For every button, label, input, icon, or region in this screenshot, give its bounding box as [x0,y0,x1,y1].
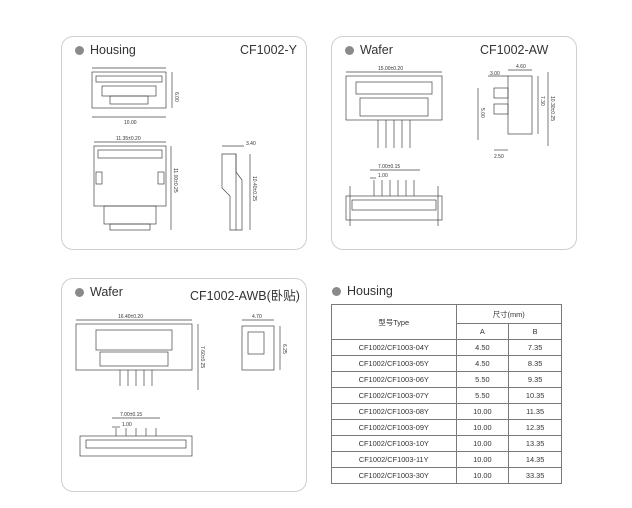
table-cell-type: CF1002/CF1003-08Y [331,403,457,420]
housing-side-height-label: 10.40±0.25 [251,176,257,201]
housing-panel-code: CF1002-Y [240,43,297,57]
table-cell-type: CF1002/CF1003-04Y [331,339,457,356]
table-cell-type: CF1002/CF1003-05Y [331,355,457,372]
wafer-awb-panel-code: CF1002-AWB(卧贴) [190,289,300,303]
wafer-aw-pin-label: 1.00 [378,173,388,179]
housing-front-width-label: 11.35±0.20 [116,136,141,142]
wafer-awb-top-height-label: 7.60±0.25 [199,346,205,368]
table-cell-a: 10.00 [455,419,510,436]
col-size-header: 尺寸(mm) [455,304,562,324]
wafer-aw-pitch-label: 7.00±0.15 [378,164,400,170]
bullet-dot-icon [332,286,341,296]
wafer-aw-side-b-label: 5.00 [479,108,485,118]
wafer-aw-side-d-label: 10.30±0.25 [549,96,555,121]
wafer-aw-side-e-label: 2.50 [494,154,504,160]
col-type-header: 型号Type [331,304,457,340]
bullet-dot-icon [75,45,84,55]
wafer-awb-panel-title: Wafer [75,285,123,299]
table-cell-a: 4.50 [455,355,510,372]
housing-front-height-label: 11.00±0.25 [172,168,178,193]
table-cell-a: 10.00 [455,451,510,468]
wafer-awb-top-width-label: 16.40±0.20 [118,314,143,320]
housing-panel-title: Housing [75,43,136,57]
table-cell-type: CF1002/CF1003-30Y [331,467,457,484]
table-cell-a: 10.00 [455,435,510,452]
table-cell-b: 8.35 [508,355,562,372]
wafer-aw-side-width-label: 4.60 [516,64,526,70]
table-cell-a: 4.50 [455,339,510,356]
wafer-awb-side-width-label: 4.70 [252,314,262,320]
table-section-title: Housing [332,284,393,298]
table-cell-b: 7.35 [508,339,562,356]
table-cell-type: CF1002/CF1003-11Y [331,451,457,468]
housing-top-width-label: 10.00 [124,120,137,126]
housing-side-width-label: 3.40 [246,141,256,147]
table-cell-a: 5.50 [455,387,510,404]
table-cell-a: 10.00 [455,467,510,484]
table-cell-b: 12.35 [508,419,562,436]
table-cell-b: 14.35 [508,451,562,468]
table-cell-b: 11.35 [508,403,562,420]
table-cell-b: 13.35 [508,435,562,452]
table-cell-b: 9.35 [508,371,562,388]
table-cell-a: 10.00 [455,403,510,420]
table-header-row: 型号Type 尺寸(mm) [331,304,562,340]
wafer-aw-panel-title: Wafer [345,43,393,57]
bullet-dot-icon [75,287,84,297]
col-b-header: B [508,323,562,340]
wafer-awb-pitch-label: 7.00±0.15 [120,412,142,418]
wafer-aw-side-a-label: 3.00 [490,71,500,77]
table-cell-type: CF1002/CF1003-06Y [331,371,457,388]
wafer-aw-panel-code: CF1002-AW [480,43,549,57]
housing-top-height-label: 6.00 [173,92,179,102]
table-cell-b: 33.35 [508,467,562,484]
table-cell-type: CF1002/CF1003-07Y [331,387,457,404]
wafer-aw-top-width-label: 15.00±0.20 [378,66,403,72]
table-cell-a: 5.50 [455,371,510,388]
wafer-awb-side-height-label: 6.25 [281,344,287,354]
table-cell-type: CF1002/CF1003-09Y [331,419,457,436]
table-cell-b: 10.35 [508,387,562,404]
bullet-dot-icon [345,45,354,55]
wafer-aw-side-c-label: 7.30 [539,96,545,106]
col-a-header: A [455,323,510,340]
table-cell-type: CF1002/CF1003-10Y [331,435,457,452]
wafer-awb-pin-label: 1.00 [122,422,132,428]
